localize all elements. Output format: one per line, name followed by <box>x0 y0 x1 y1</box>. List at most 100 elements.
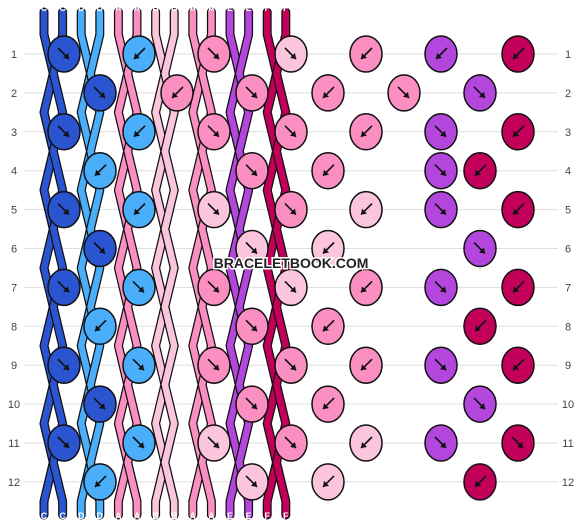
row-label-left: 10 <box>8 399 20 411</box>
knot <box>424 35 458 73</box>
arrow-head-icon <box>513 286 519 293</box>
strand-label-bottom: F <box>264 511 270 521</box>
knot <box>349 268 383 307</box>
knot <box>197 190 231 229</box>
knot <box>122 35 156 73</box>
knot <box>274 346 308 384</box>
arrow-head-icon <box>95 325 101 332</box>
strand-label-bottom: A <box>208 511 215 521</box>
knot <box>387 74 421 112</box>
arrow-head-icon <box>479 247 485 254</box>
row-label-left: 11 <box>8 438 19 450</box>
arrow-head-icon <box>361 286 367 293</box>
arrow-head-icon <box>251 91 257 98</box>
arrow-head-icon <box>323 91 329 98</box>
strand-label-top: D <box>97 3 104 13</box>
knot <box>424 424 458 462</box>
knot <box>349 424 383 462</box>
arrow-head-icon <box>361 364 367 371</box>
arrow-head-icon <box>290 130 296 137</box>
knot <box>197 35 231 73</box>
knot <box>47 113 81 151</box>
row-label-right: 9 <box>565 360 571 372</box>
arrow-head-icon <box>134 130 140 137</box>
arrow-head-icon <box>99 91 105 98</box>
row-label-left: 3 <box>11 127 17 139</box>
row-label-left: 12 <box>8 477 20 489</box>
arrow-head-icon <box>440 208 446 215</box>
arrow-head-icon <box>323 247 329 254</box>
knot <box>463 385 497 423</box>
knot <box>311 229 345 268</box>
arrow-head-icon <box>251 247 257 254</box>
strand-label-top: F <box>283 3 289 13</box>
arrow-head-icon <box>213 442 219 448</box>
strand-label-top: C <box>41 3 48 13</box>
strand-thread <box>226 8 243 519</box>
arrow-head-icon <box>475 325 481 332</box>
row-label-left: 8 <box>11 321 17 333</box>
knot <box>311 307 345 346</box>
arrow-head-icon <box>95 169 101 176</box>
strand-thread <box>263 8 280 519</box>
row-label-left: 6 <box>11 244 17 256</box>
arrow-head-icon <box>440 169 446 176</box>
knot <box>501 190 535 229</box>
knot <box>424 190 458 229</box>
arrow-head-icon <box>323 325 329 332</box>
knot <box>47 424 81 462</box>
arrow-head-icon <box>138 442 144 448</box>
knot <box>501 346 535 384</box>
knot <box>349 346 383 384</box>
strand-label-bottom: B <box>152 511 159 521</box>
knot <box>463 151 497 190</box>
strand-label-bottom: C <box>59 511 66 521</box>
knot <box>122 424 156 462</box>
knot <box>311 74 345 112</box>
knot <box>235 307 269 346</box>
row-label-right: 4 <box>565 166 571 178</box>
strand-label-top: A <box>115 3 122 13</box>
knot <box>47 190 81 229</box>
arrow-head-icon <box>290 208 296 215</box>
arrow-head-icon <box>440 364 446 371</box>
knot <box>349 190 383 229</box>
knot <box>122 190 156 229</box>
knot <box>501 35 535 73</box>
knot <box>274 113 308 151</box>
arrow-head-icon <box>513 53 519 59</box>
knot <box>274 268 308 307</box>
knot <box>349 113 383 151</box>
arrow-head-icon <box>63 208 69 215</box>
row-label-right: 1 <box>565 49 571 61</box>
strand-label-bottom: C <box>41 511 48 521</box>
arrow-head-icon <box>99 403 105 410</box>
knot <box>501 268 535 307</box>
strand-label-bottom: A <box>134 511 141 521</box>
arrow-head-icon <box>138 364 144 371</box>
arrow-head-icon <box>63 53 69 59</box>
arrow-head-icon <box>290 53 296 59</box>
arrow-head-icon <box>172 91 178 98</box>
arrow-head-icon <box>134 53 140 59</box>
knot <box>122 346 156 384</box>
knot <box>424 268 458 307</box>
arrow-head-icon <box>63 442 69 448</box>
arrow-head-icon <box>479 91 485 98</box>
strand-label-top: A <box>190 3 197 13</box>
knot <box>463 229 497 268</box>
strand-label-bottom: E <box>246 511 252 521</box>
row-label-right: 8 <box>565 321 571 333</box>
arrow-head-icon <box>63 286 69 293</box>
knot <box>424 113 458 151</box>
strand-label-top: C <box>59 3 66 13</box>
knot <box>463 463 497 501</box>
arrow-head-icon <box>138 286 144 293</box>
strand-label-top: F <box>264 3 270 13</box>
knot <box>311 151 345 190</box>
arrow-head-icon <box>290 442 296 448</box>
row-label-right: 5 <box>565 205 571 217</box>
knot <box>274 190 308 229</box>
strand-label-bottom: B <box>171 511 178 521</box>
